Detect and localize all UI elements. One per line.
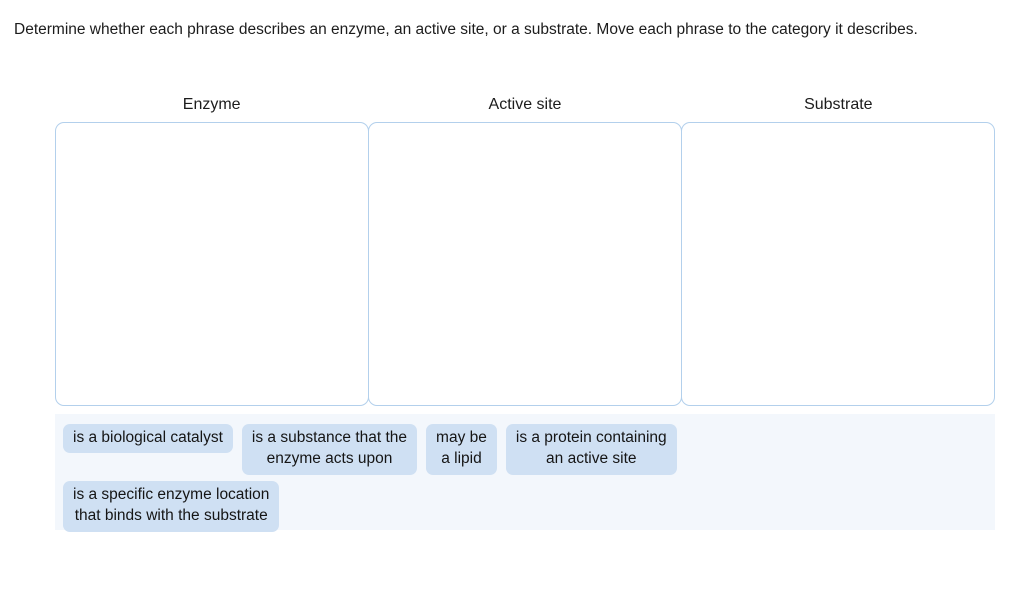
phrase-chip[interactable]: is a biological catalyst bbox=[63, 424, 233, 453]
dropzone-active-site[interactable] bbox=[368, 122, 682, 406]
phrase-row: is a biological catalyst is a substance … bbox=[63, 424, 995, 475]
category-header-enzyme: Enzyme bbox=[182, 96, 241, 113]
dropzone-substrate[interactable] bbox=[681, 122, 995, 406]
instruction-text: Determine whether each phrase describes … bbox=[14, 21, 918, 38]
phrase-chip[interactable]: may be a lipid bbox=[426, 424, 497, 475]
category-header-row: Enzyme Active site Substrate bbox=[55, 97, 995, 113]
phrase-chip[interactable]: is a protein containing an active site bbox=[505, 424, 677, 475]
phrase-chip[interactable]: is a specific enzyme location that binds… bbox=[63, 480, 280, 532]
dropzone-row bbox=[55, 122, 995, 406]
category-header-substrate: Substrate bbox=[804, 96, 873, 113]
phrase-row: is a specific enzyme location that binds… bbox=[63, 480, 995, 532]
category-header-active-site: Active site bbox=[488, 96, 562, 113]
phrase-tray: is a biological catalyst is a substance … bbox=[55, 414, 995, 532]
dropzone-enzyme[interactable] bbox=[55, 122, 369, 406]
phrase-chip[interactable]: is a substance that the enzyme acts upon bbox=[241, 424, 418, 475]
